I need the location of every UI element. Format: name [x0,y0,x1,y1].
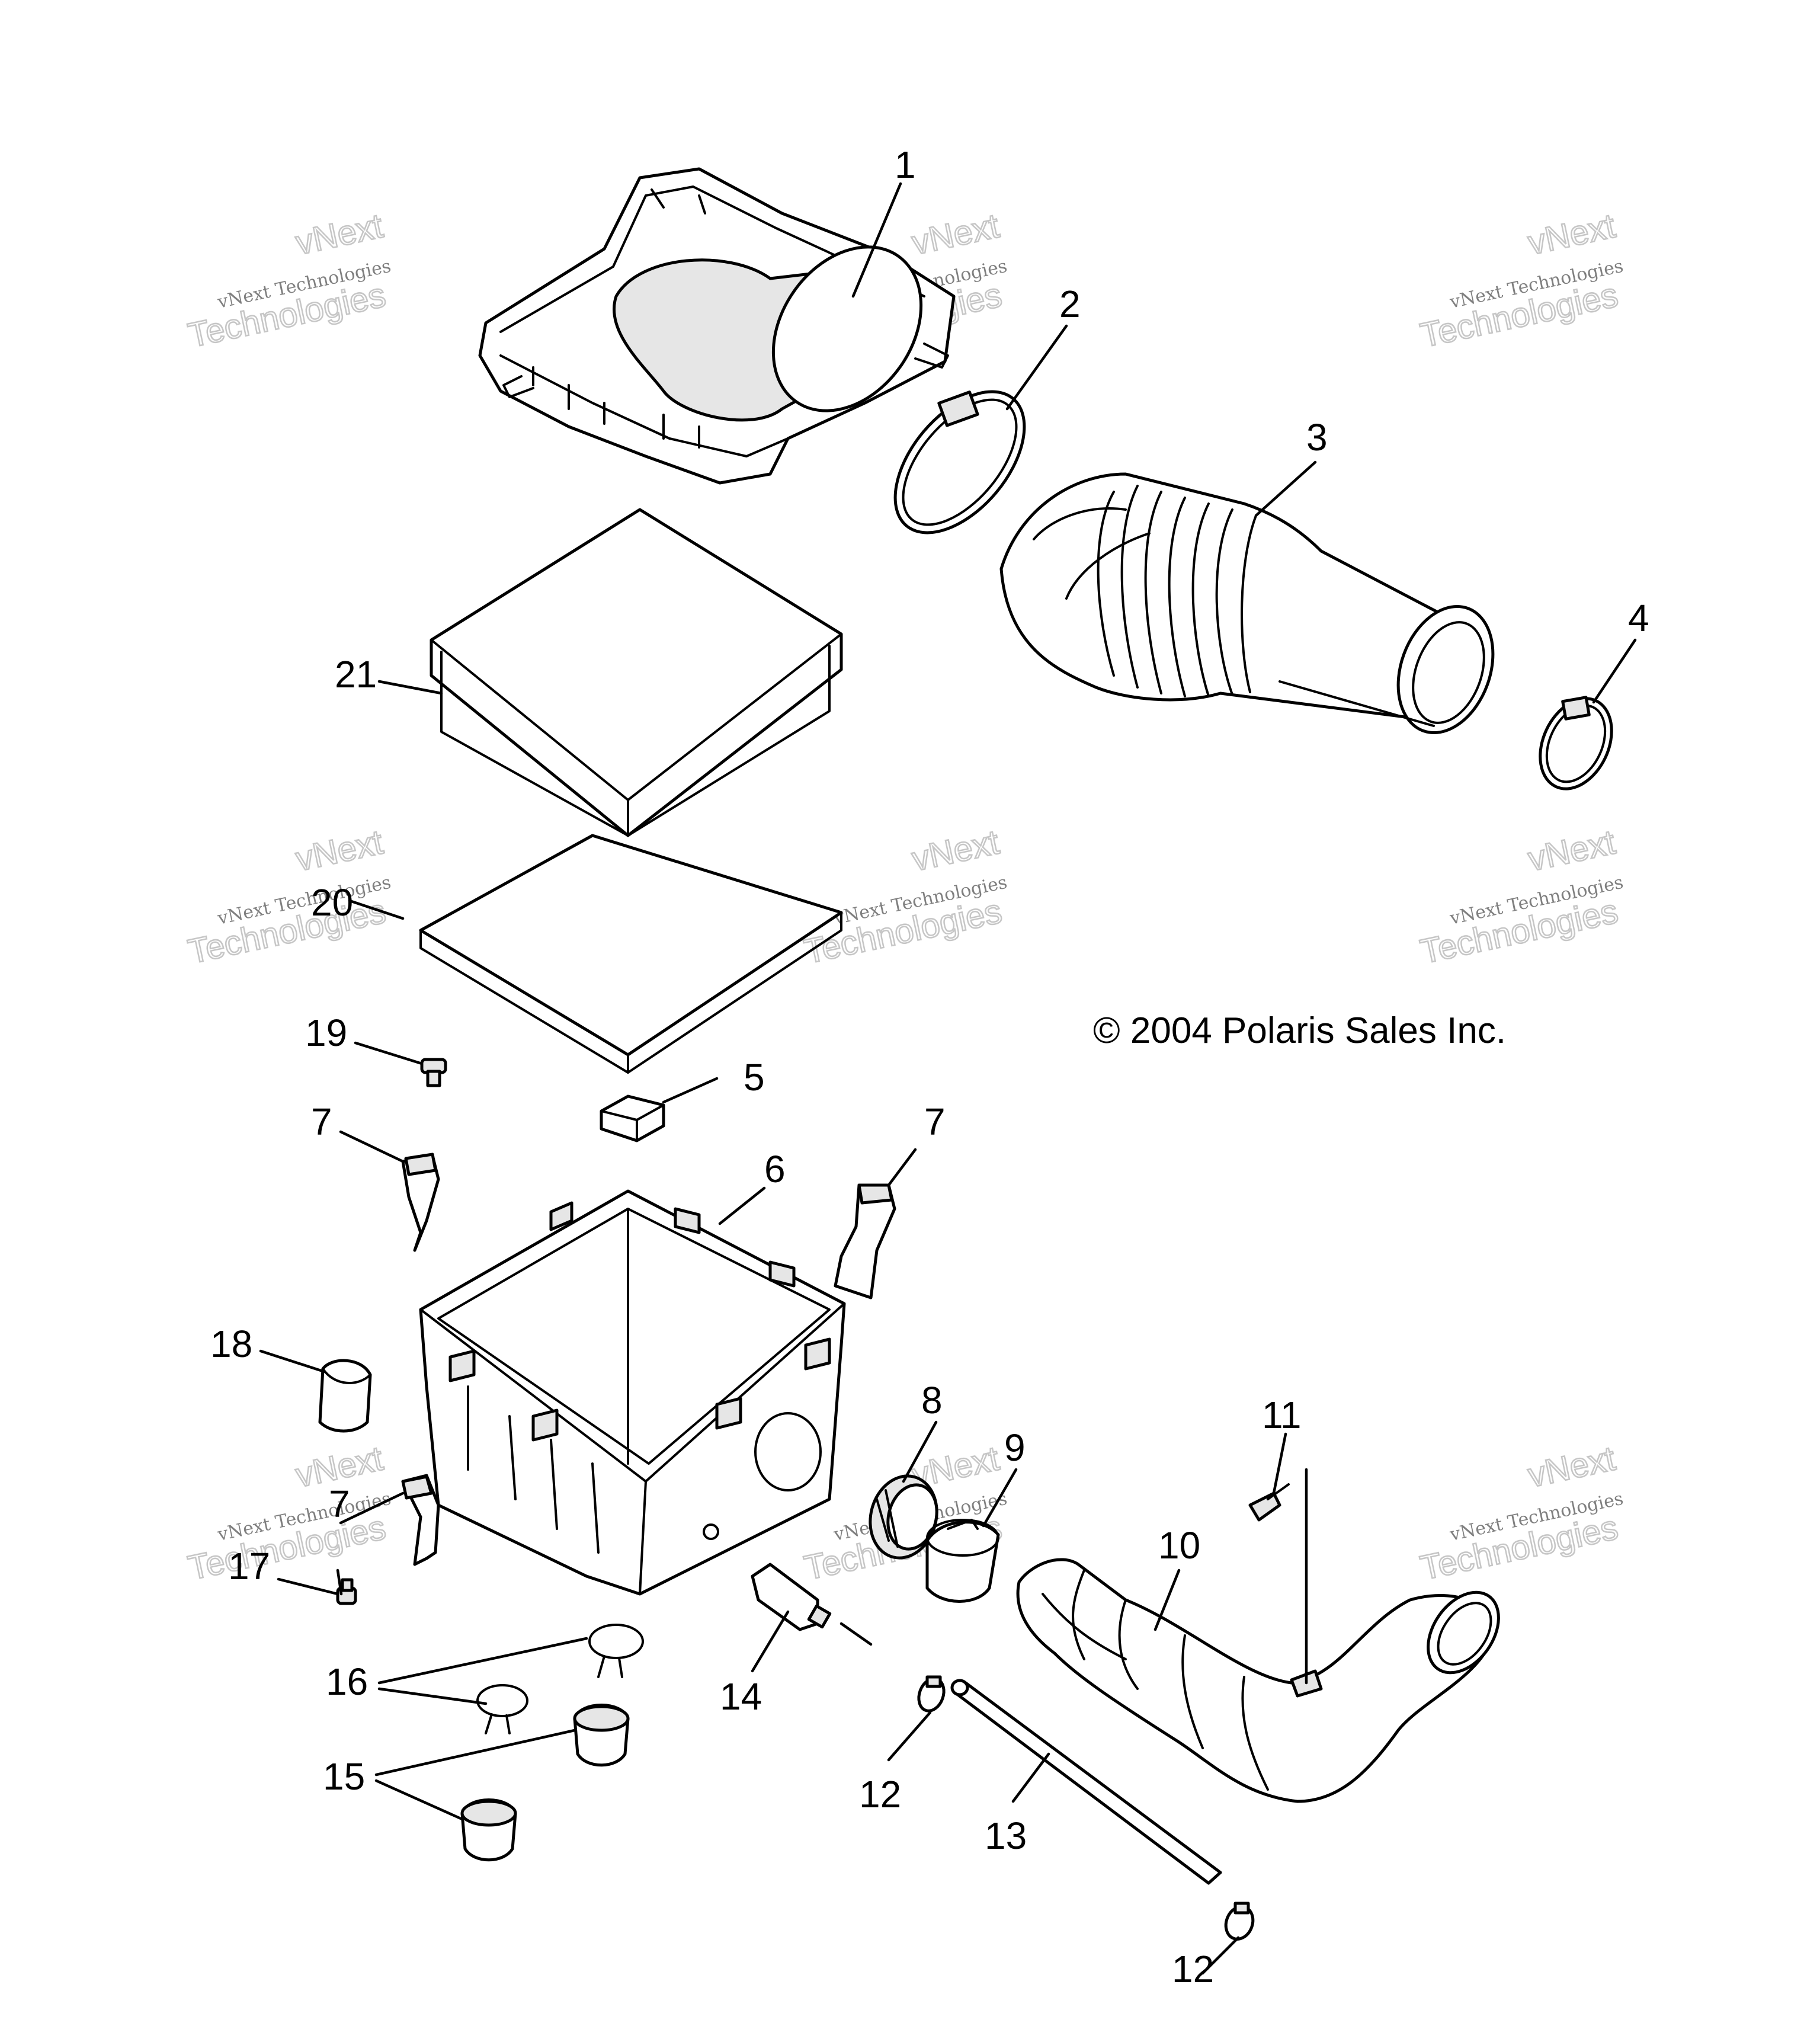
part-3-intake-boot [999,472,1495,735]
callout-12-upper: 12 [859,1773,901,1816]
svg-text:vNext: vNext [1524,1439,1619,1494]
callout-7-left: 7 [311,1100,332,1143]
leader-lines [259,182,1637,1975]
callout-13: 13 [985,1814,1027,1857]
svg-text:vNext: vNext [908,822,1002,878]
part-14-drain-valve [751,1563,832,1631]
part-16-hose-clamp-upper [588,1624,644,1678]
callout-1: 1 [895,143,916,186]
callout-18: 18 [210,1323,252,1365]
part-1-airbox-cover [478,167,956,485]
part-8-grommet [869,1474,938,1560]
callout-8: 8 [921,1379,943,1422]
callout-16: 16 [326,1660,368,1703]
watermark: vNext vNext Technologies Technologies [1417,822,1625,972]
svg-text:vNext: vNext [292,206,386,262]
callout-11: 11 [1262,1394,1301,1436]
callout-7-lower: 7 [329,1483,350,1525]
part-10-duct [1016,1558,1500,1803]
callout-2: 2 [1059,283,1081,325]
svg-text:vNext: vNext [908,206,1002,262]
callout-17: 17 [228,1545,270,1587]
part-17-screw [336,1578,357,1605]
svg-text:vNext: vNext [292,822,386,878]
part-18-clip [318,1359,372,1433]
part-12-clamp-lower [1224,1902,1255,1941]
callout-14: 14 [720,1675,762,1718]
callout-21: 21 [335,653,377,696]
watermark: vNext vNext Technologies Technologies [1417,206,1625,356]
watermarks: vNext vNext Technologies Technologies vN… [184,206,1625,1588]
callout-labels: 1 2 3 4 5 6 7 7 7 8 9 10 11 12 12 13 14 … [210,143,1649,1990]
callout-5: 5 [744,1056,765,1099]
part-15-cap-lower [460,1798,517,1862]
part-7-bracket-left [401,1153,440,1252]
watermark: vNext vNext Technologies Technologies [1417,1438,1625,1588]
part-20-prefilter [419,834,843,1074]
svg-text:vNext: vNext [1524,822,1619,878]
part-11-screw [1248,1483,1290,1522]
part-4-clamp [1539,696,1613,790]
callout-12-lower: 12 [1172,1948,1214,1990]
part-21-filter [430,508,843,837]
callout-7-right: 7 [924,1100,946,1143]
part-9-clamp [925,1519,1000,1603]
part-5-block [600,1094,665,1142]
svg-text:vNext: vNext [1524,206,1619,262]
watermark: vNext vNext Technologies Technologies [184,206,393,356]
watermark: vNext vNext Technologies Technologies [800,822,1009,972]
part-15-cap-upper [573,1704,630,1767]
part-7-bracket-right [834,1183,896,1299]
callout-20: 20 [311,881,353,924]
callout-3: 3 [1306,416,1328,459]
callout-10: 10 [1158,1524,1200,1567]
callout-19: 19 [305,1012,347,1054]
part-12-clamp-upper [917,1675,946,1712]
callout-15: 15 [323,1755,365,1798]
part-16-hose-clamp-lower [476,1684,528,1734]
part-7-bracket-lower [401,1474,440,1566]
part-19-screw [420,1058,447,1087]
watermark: vNext vNext Technologies Technologies [184,1438,393,1588]
part-6-airbox-base [419,1189,846,1596]
callout-6: 6 [764,1148,786,1190]
copyright-notice: © 2004 Polaris Sales Inc. [1093,1010,1506,1051]
part-13-hose [950,1679,1222,1885]
callout-9: 9 [1004,1426,1026,1469]
callout-4: 4 [1628,597,1649,639]
watermark: vNext vNext Technologies Technologies [184,822,393,972]
